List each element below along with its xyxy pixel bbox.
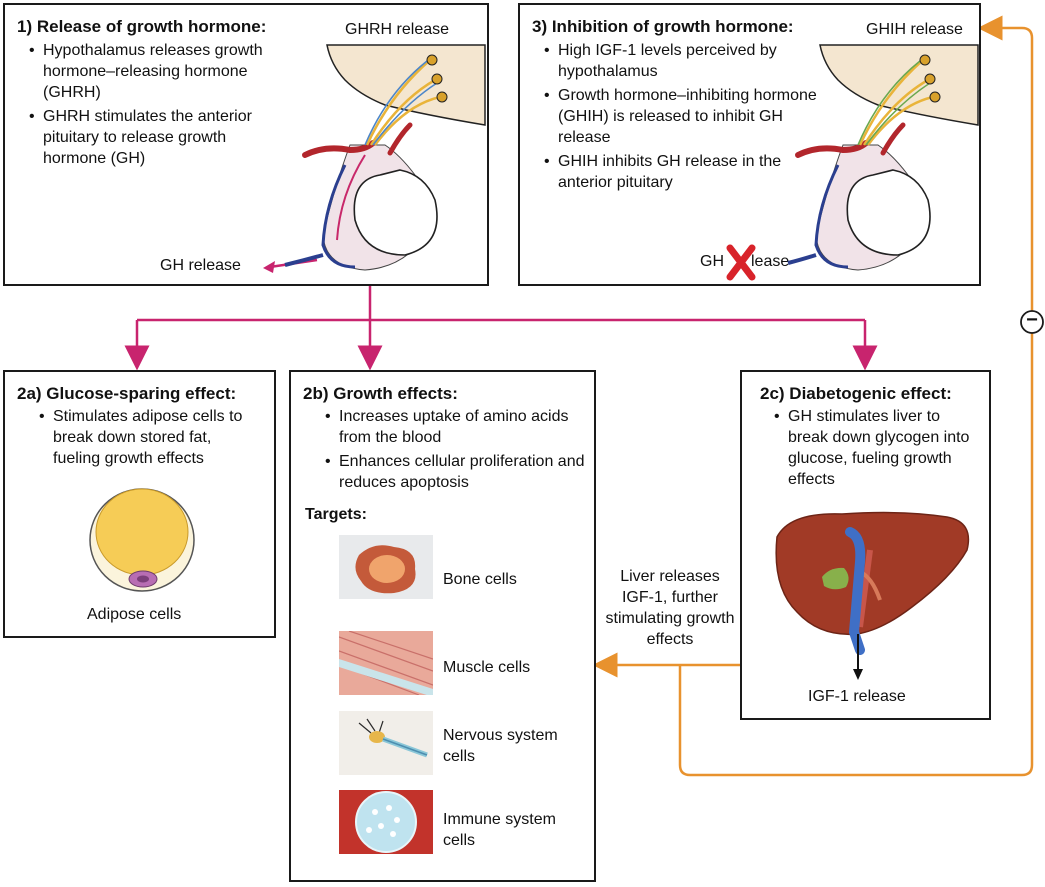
inhibition-minus: − (1026, 309, 1038, 331)
gh-release-label: GH release (160, 257, 241, 274)
bullet-list: Hypothalamus releases growth hormone–rel… (27, 40, 287, 172)
bullet-item: Growth hormone–inhibiting hormone (GHIH)… (542, 85, 822, 148)
igf1-release-label: IGF-1 release (808, 688, 906, 705)
bullet-list: Stimulates adipose cells to break down s… (37, 406, 262, 472)
box-glucose-sparing: 2a) Glucose-sparing effect: Stimulates a… (3, 370, 276, 638)
bullet-item: GHIH inhibits GH release in the anterior… (542, 151, 822, 193)
bullet-item: Increases uptake of amino acids from the… (323, 406, 588, 448)
bullet-item: GH stimulates liver to break down glycog… (772, 406, 982, 490)
gh-release-blocked-label: GH (700, 253, 724, 270)
box-diabetogenic: 2c) Diabetogenic effect: GH stimulates l… (740, 370, 991, 720)
blocked-x-icon (726, 244, 756, 281)
bullet-item: Enhances cellular proliferation and redu… (323, 451, 588, 493)
nerve-cell-image (339, 711, 433, 775)
box-release-gh: 1) Release of growth hormone: Hypothalam… (3, 3, 489, 286)
bullet-item: High IGF-1 levels perceived by hypothala… (542, 40, 822, 82)
gh-distribution-arrows (124, 286, 878, 371)
adipose-cells-label: Adipose cells (87, 606, 182, 623)
box-title: 3) Inhibition of growth hormone: (532, 17, 794, 36)
muscle-cell-image (339, 631, 433, 695)
target-label: Bone cells (443, 571, 517, 588)
inhibition-symbol (1020, 310, 1044, 334)
pituitary-illustration (726, 44, 979, 281)
liver-illustration (775, 511, 970, 680)
liver-note-label: Liver releases IGF-1, further stimulatin… (605, 568, 735, 648)
ghih-release-label: GHIH release (866, 21, 963, 38)
target-label: Muscle cells (443, 659, 531, 676)
target-label: Immune system cells (443, 811, 556, 849)
bullet-list: Increases uptake of amino acids from the… (323, 406, 588, 496)
bullet-list: High IGF-1 levels perceived by hypothala… (542, 40, 822, 196)
adipose-cell-illustration (89, 488, 195, 592)
bullet-item: Stimulates adipose cells to break down s… (37, 406, 262, 469)
bullet-item: GHRH stimulates the anterior pituitary t… (27, 106, 287, 169)
gh-release-blocked-label-end: lease (751, 253, 790, 270)
box-title: 2b) Growth effects: (303, 384, 458, 403)
box-growth-effects: 2b) Growth effects: Increases uptake of … (289, 370, 596, 882)
box-title: 1) Release of growth hormone: (17, 17, 267, 36)
igf1-feedback-arrows (592, 15, 1034, 777)
targets-heading: Targets: (305, 506, 367, 523)
box-inhibition-gh: 3) Inhibition of growth hormone: High IG… (518, 3, 981, 286)
box-title: 2a) Glucose-sparing effect: (17, 384, 237, 403)
ghrh-release-label: GHRH release (345, 21, 450, 38)
bullet-list: GH stimulates liver to break down glycog… (772, 406, 982, 493)
bullet-item: Hypothalamus releases growth hormone–rel… (27, 40, 287, 103)
immune-cell-image (339, 790, 433, 854)
pituitary-illustration (263, 44, 486, 273)
box-title: 2c) Diabetogenic effect: (760, 384, 952, 403)
bone-cell-image (339, 535, 433, 599)
target-label: Nervous system cells (443, 727, 558, 765)
